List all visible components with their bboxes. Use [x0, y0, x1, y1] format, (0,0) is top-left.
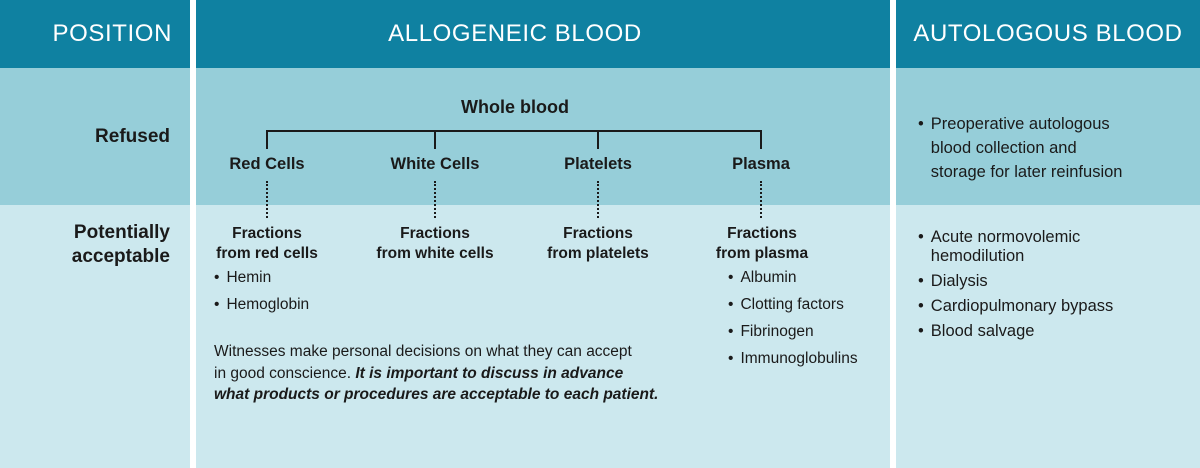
bullet-icon: •	[918, 297, 924, 315]
item-line: Preoperative autologous	[930, 115, 1110, 133]
item-line: Blood salvage	[930, 322, 1035, 340]
list-item-label: Blood salvage	[931, 322, 1035, 341]
acceptable-row-label: Potentially acceptable	[71, 222, 170, 267]
header-cell-autologous: AUTOLOGOUS BLOOD	[896, 0, 1200, 68]
list-item: • Preoperative autologous blood collecti…	[918, 112, 1122, 184]
item-line: storage for later reinfusion	[930, 163, 1123, 181]
autologous-acceptable-list: • Acute normovolemic hemodilution • Dial…	[918, 228, 1113, 347]
bullet-icon: •	[918, 322, 924, 340]
cell-refused-position: Refused	[0, 68, 190, 205]
cell-acceptable-position: Potentially acceptable	[0, 205, 190, 468]
refused-row-label: Refused	[95, 126, 170, 147]
header-position-label: POSITION	[52, 20, 172, 47]
list-item-label: Cardiopulmonary bypass	[931, 297, 1114, 316]
item-line: Dialysis	[930, 272, 988, 290]
list-item: • Acute normovolemic hemodilution	[918, 228, 1113, 266]
header-autologous-label: AUTOLOGOUS BLOOD	[913, 20, 1183, 47]
header-cell-allogeneic: ALLOGENEIC BLOOD	[196, 0, 890, 68]
item-line: hemodilution	[930, 247, 1025, 265]
autologous-refused-list: • Preoperative autologous blood collecti…	[918, 112, 1122, 184]
cell-acceptable-autologous: • Acute normovolemic hemodilution • Dial…	[896, 205, 1200, 468]
list-item: • Blood salvage	[918, 322, 1113, 341]
header-allogeneic-label: ALLOGENEIC BLOOD	[388, 20, 642, 47]
cell-refused-autologous: • Preoperative autologous blood collecti…	[896, 68, 1200, 205]
cell-acceptable-allogeneic	[196, 205, 890, 468]
cell-refused-allogeneic	[196, 68, 890, 205]
bullet-icon: •	[918, 228, 924, 246]
list-item: • Cardiopulmonary bypass	[918, 297, 1113, 316]
item-line: Acute normovolemic	[930, 228, 1081, 246]
list-item: • Dialysis	[918, 272, 1113, 291]
list-item-label: Acute normovolemic hemodilution	[931, 228, 1080, 266]
item-line: Cardiopulmonary bypass	[930, 297, 1114, 315]
bullet-icon: •	[918, 272, 924, 290]
list-item-label: Preoperative autologous blood collection…	[931, 112, 1123, 184]
list-item-label: Dialysis	[931, 272, 988, 291]
item-line: blood collection and	[930, 139, 1077, 157]
bullet-icon: •	[918, 115, 924, 133]
header-cell-position: POSITION	[0, 0, 190, 68]
